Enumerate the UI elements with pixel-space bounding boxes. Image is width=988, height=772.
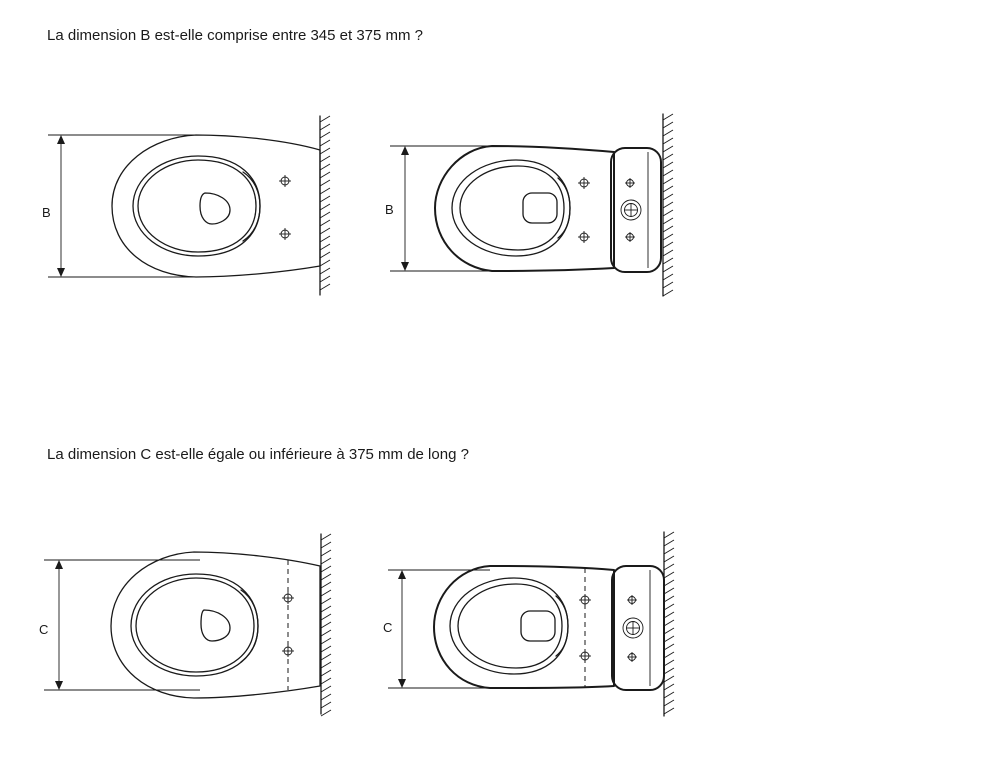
cistern-tank <box>610 147 662 273</box>
bowl-outlet-opening <box>200 609 231 642</box>
dimension-b-measure <box>48 134 200 278</box>
diagram-b-close-coupled-toilet: B <box>385 113 674 297</box>
dimension-c-measure <box>44 559 200 691</box>
wall-hatching <box>663 531 675 717</box>
dimension-b-label: B <box>42 205 51 220</box>
flush-button-icon <box>620 199 642 221</box>
toilet-bowl-outline <box>110 551 321 699</box>
wall-hatching <box>319 115 331 296</box>
dimension-b-label: B <box>385 202 394 217</box>
dimension-c-label: C <box>39 622 48 637</box>
fixing-point-marks <box>579 594 591 662</box>
fixing-point-marks <box>578 177 590 243</box>
diagram-c-wall-hung-toilet: C <box>39 533 332 717</box>
fixing-point-marks <box>282 592 294 657</box>
toilet-bowl-outline <box>434 145 615 272</box>
dimension-c-label: C <box>383 620 392 635</box>
diagram-b-wall-hung-toilet: B <box>42 115 331 296</box>
diagram-c-close-coupled-toilet: C <box>383 531 675 717</box>
question-dimension-c: La dimension C est-elle égale ou inférie… <box>47 446 469 463</box>
toilet-bowl-outline <box>433 565 615 689</box>
dimension-b-measure <box>390 145 490 272</box>
wall-hatching <box>320 533 332 717</box>
bowl-outlet-opening <box>199 192 231 225</box>
flush-button-icon <box>622 617 644 639</box>
fixing-point-marks <box>279 175 291 240</box>
question-dimension-b: La dimension B est-elle comprise entre 3… <box>47 27 424 44</box>
toilet-bowl-outline <box>111 134 321 278</box>
wall-hatching <box>662 113 674 297</box>
bowl-outlet-opening <box>522 192 558 224</box>
bowl-outlet-opening <box>520 610 556 642</box>
